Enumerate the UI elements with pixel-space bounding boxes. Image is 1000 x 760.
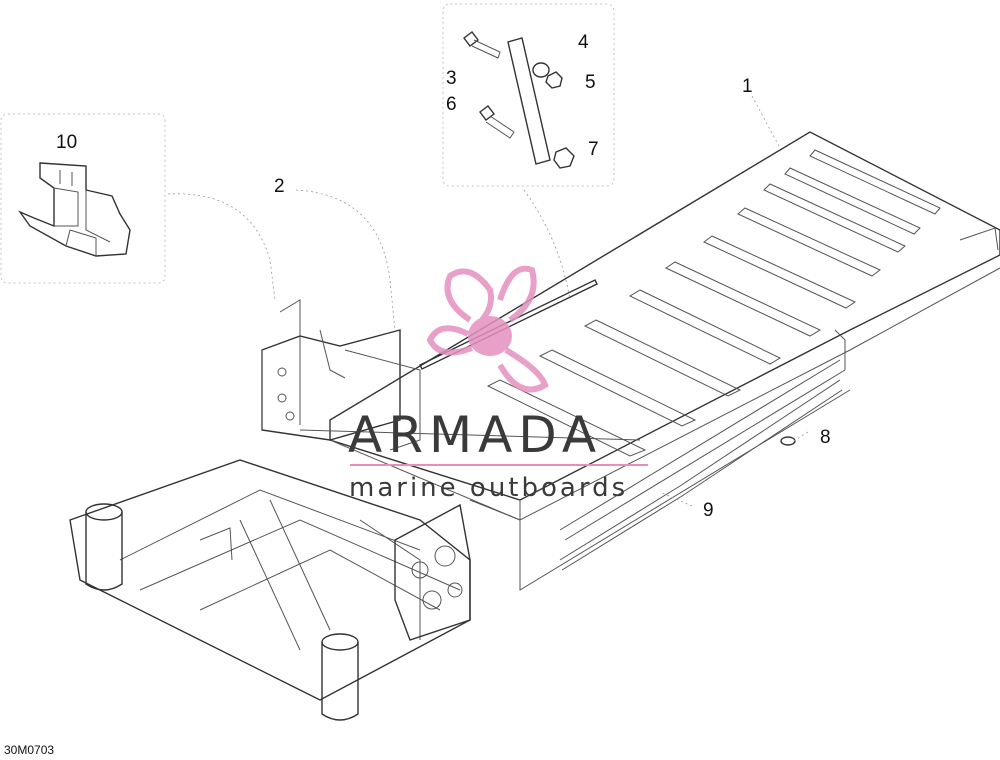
propeller-logo-icon (426, 265, 549, 393)
plug-part-8 (780, 436, 796, 446)
bolt-part-6 (479, 105, 515, 139)
rail-part-9 (559, 379, 843, 571)
bar-plate (507, 37, 551, 165)
deck-slots (486, 149, 941, 457)
nut-part-7 (553, 147, 575, 169)
callout-1: 1 (742, 76, 753, 97)
callout-10: 10 (56, 132, 77, 153)
callout-3: 3 (446, 68, 457, 89)
side-plate (394, 503, 471, 641)
spindle-right (321, 633, 359, 721)
callout-7: 7 (588, 139, 599, 160)
column-support-part-2 (261, 299, 641, 451)
front-frame (69, 459, 521, 721)
callout-6: 6 (446, 94, 457, 115)
bracket-part-10 (17, 162, 131, 257)
cross-bar (419, 279, 598, 370)
inset-part-10 (0, 113, 166, 284)
callout-2: 2 (274, 176, 285, 197)
inset-hardware (442, 3, 615, 187)
callout-9: 9 (703, 500, 714, 521)
washer-part-4 (532, 62, 550, 78)
callout-5: 5 (585, 72, 596, 93)
tunnel-deck-part-1 (329, 131, 1000, 591)
bolt-part-3 (463, 31, 501, 59)
nut-part-5 (545, 71, 563, 89)
callout-4: 4 (578, 32, 589, 53)
callout-labels: 1 2 3 4 5 6 7 8 9 10 (56, 32, 831, 521)
leader-lines (167, 95, 809, 507)
spindle-left (85, 503, 123, 591)
figure-id: 30M0703 (4, 743, 54, 757)
watermark: ARMADA marine outboards (348, 265, 648, 503)
watermark-brand: ARMADA (348, 406, 602, 464)
callout-8: 8 (820, 427, 831, 448)
watermark-tagline: marine outboards (349, 473, 628, 503)
chassis-frame (69, 131, 1000, 721)
